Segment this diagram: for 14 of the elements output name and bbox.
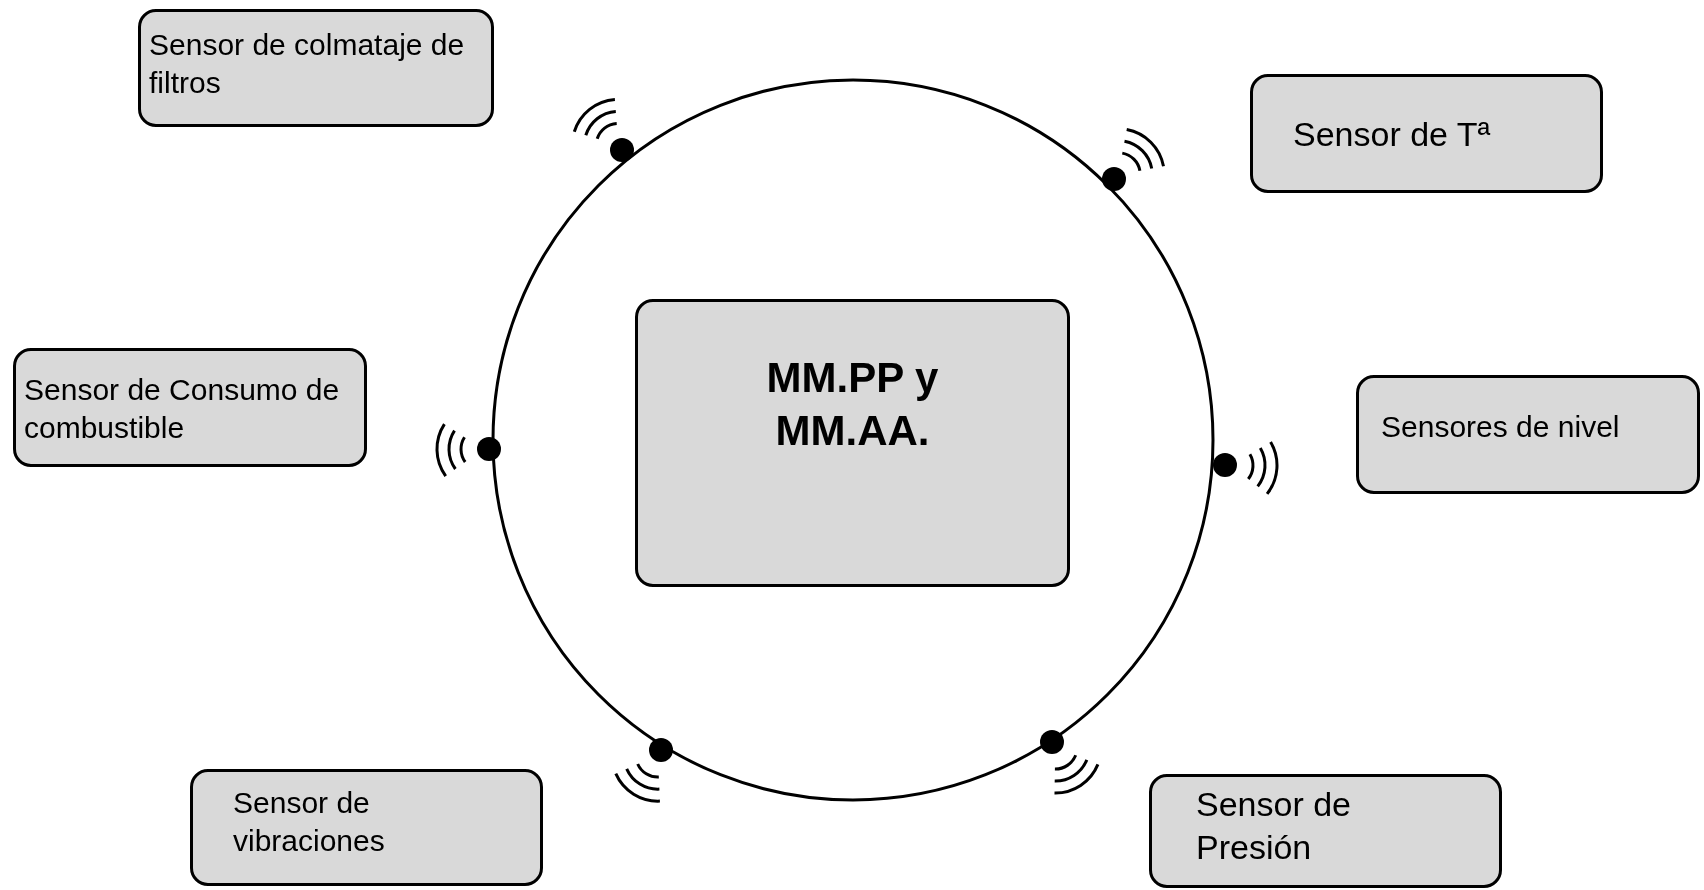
sensor-label: Sensor de Tª — [1293, 114, 1492, 155]
sensor-box — [138, 9, 494, 127]
sensor-box — [1356, 375, 1700, 494]
sensor-label: Sensor de vibraciones — [233, 785, 386, 859]
sensor-label: Sensor de Presión — [1196, 784, 1352, 868]
sensor-label: Sensores de nivel — [1381, 409, 1621, 445]
sensor-box — [1250, 74, 1603, 193]
sensor-box — [1149, 774, 1502, 888]
sensor-label: Sensor de Consumo de combustible — [24, 372, 341, 446]
sensor-box — [190, 769, 543, 886]
sensor-label: Sensor de colmataje de filtros — [149, 27, 466, 101]
unit-label: MM.PP y MM.AA. — [765, 353, 940, 456]
sensor-box — [13, 348, 367, 467]
central-unit-box — [635, 299, 1070, 587]
